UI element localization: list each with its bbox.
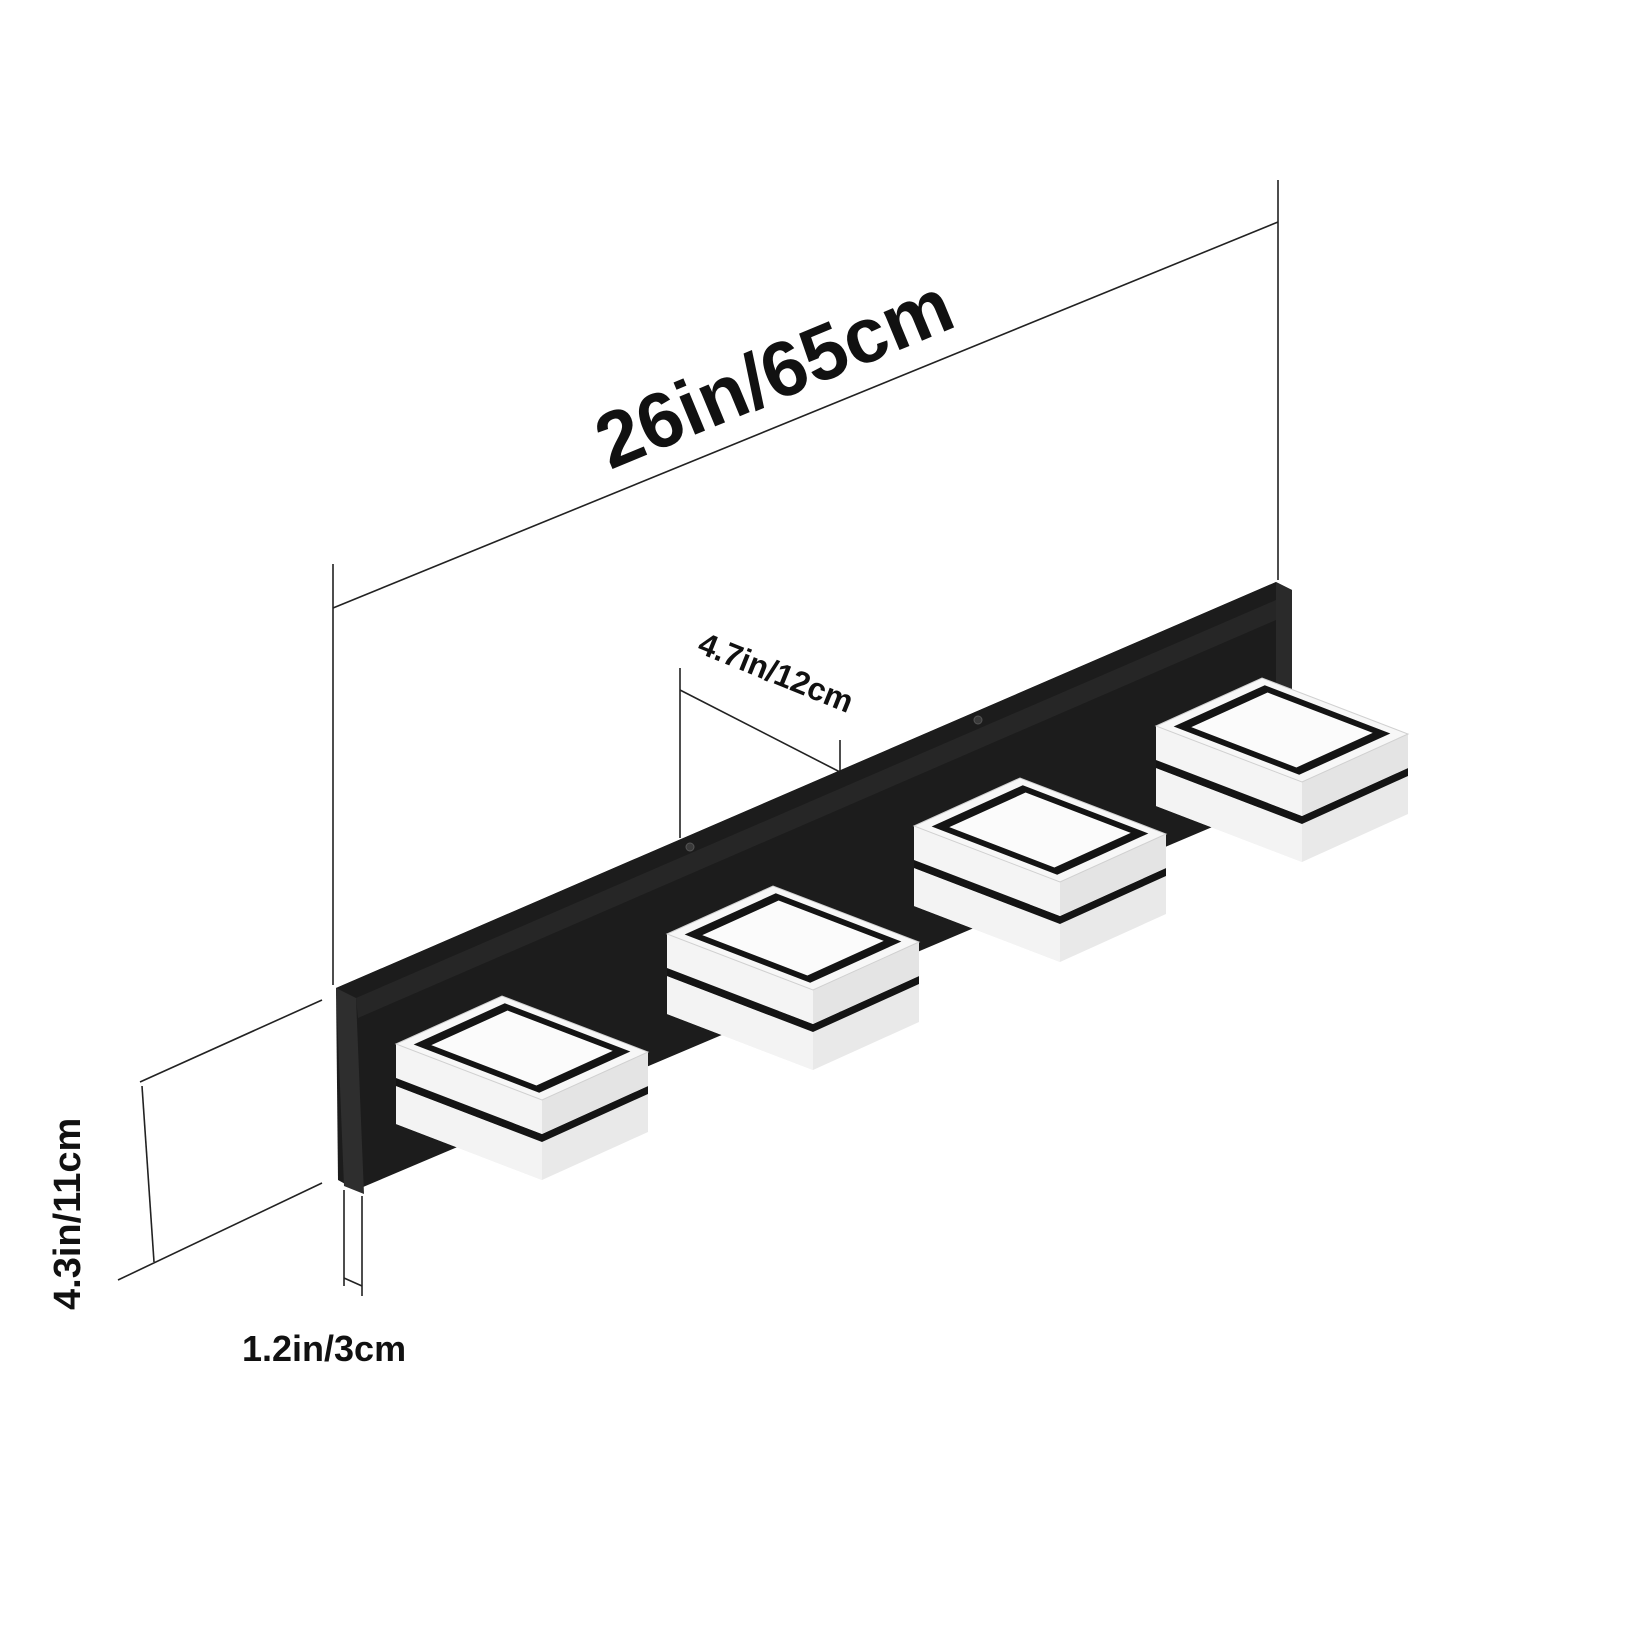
shade-top-panel <box>1191 692 1373 768</box>
depth-label: 1.2in/3cm <box>242 1328 406 1369</box>
shade-upper-right-face <box>813 942 919 1024</box>
backplate-sheen <box>356 600 1276 1018</box>
backplate-screw-left <box>685 842 695 852</box>
shade-upper-left-face <box>667 934 813 1024</box>
shade-upper-left-face <box>914 826 1060 916</box>
shade-upper-right-face <box>1060 834 1166 916</box>
height-extension-top <box>139 999 323 1083</box>
shade-lower-left-face <box>667 976 813 1070</box>
shade-upper-left-face <box>1156 726 1302 816</box>
backplate-screw-right <box>973 715 983 725</box>
light-shade-3 <box>912 777 1168 962</box>
shade-lower-left-face <box>396 1086 542 1180</box>
depth-dimension-line <box>343 1277 363 1287</box>
height-dimension-line <box>141 1085 155 1263</box>
shade-upper-right-face <box>1302 734 1408 816</box>
shade-lower-left-face <box>914 868 1060 962</box>
shade-upper-right-face <box>542 1052 648 1134</box>
shade-black-band <box>1156 760 1408 824</box>
shade-upper-left-face <box>396 1044 542 1134</box>
shade-black-band <box>667 968 919 1032</box>
shade-black-band <box>396 1078 648 1142</box>
spacing-label: 4.7in/12cm <box>693 625 858 720</box>
light-shades <box>394 677 1410 1180</box>
light-shade-1 <box>394 995 650 1180</box>
light-shade-4 <box>1154 677 1410 862</box>
length-dimension-line <box>332 221 1279 609</box>
shade-top-panel <box>949 792 1131 868</box>
backplate-left-edge <box>336 988 364 1194</box>
shade-top-panel <box>431 1010 613 1086</box>
height-extension-bottom <box>117 1182 323 1281</box>
shade-lower-diffuser <box>667 976 919 1070</box>
height-label: 4.3in/11cm <box>47 1118 89 1310</box>
shade-lower-diffuser <box>1156 768 1408 862</box>
shade-top-panel <box>702 900 884 976</box>
spacing-dimension-line <box>679 689 841 773</box>
shade-lower-left-face <box>1156 768 1302 862</box>
shade-black-band <box>914 860 1166 924</box>
shade-lower-diffuser <box>914 868 1166 962</box>
light-shade-2 <box>665 885 921 1070</box>
shade-lower-diffuser <box>396 1086 648 1180</box>
